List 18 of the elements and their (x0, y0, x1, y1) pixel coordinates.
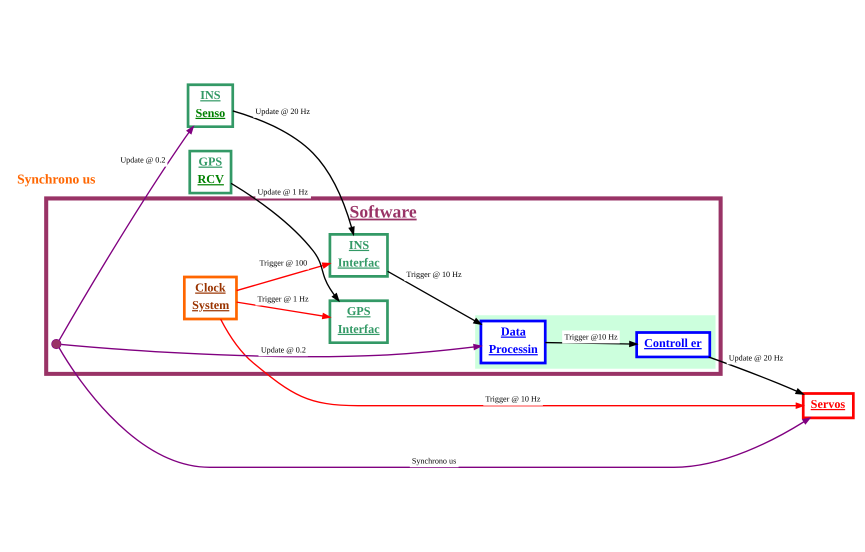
arrow (387, 270, 483, 326)
node-box: GPS Interfac (328, 299, 389, 344)
node-box: Servos (802, 392, 855, 420)
node-box: Controll er (635, 331, 712, 358)
arrow (58, 125, 194, 340)
cluster (475, 315, 716, 369)
arrow (230, 182, 340, 302)
node-box: INS Interfac (328, 233, 389, 278)
node-box: Data Processin (480, 320, 547, 364)
node-circle (51, 338, 62, 350)
node-box: GPS RCV (188, 150, 232, 194)
arrow (708, 356, 805, 395)
arrow (232, 110, 355, 236)
node-box: Clock System (182, 276, 238, 320)
label: Synchrono us (17, 172, 96, 187)
node-box: INS Senso (186, 83, 234, 128)
arrow (236, 301, 332, 320)
arrow (236, 262, 332, 292)
